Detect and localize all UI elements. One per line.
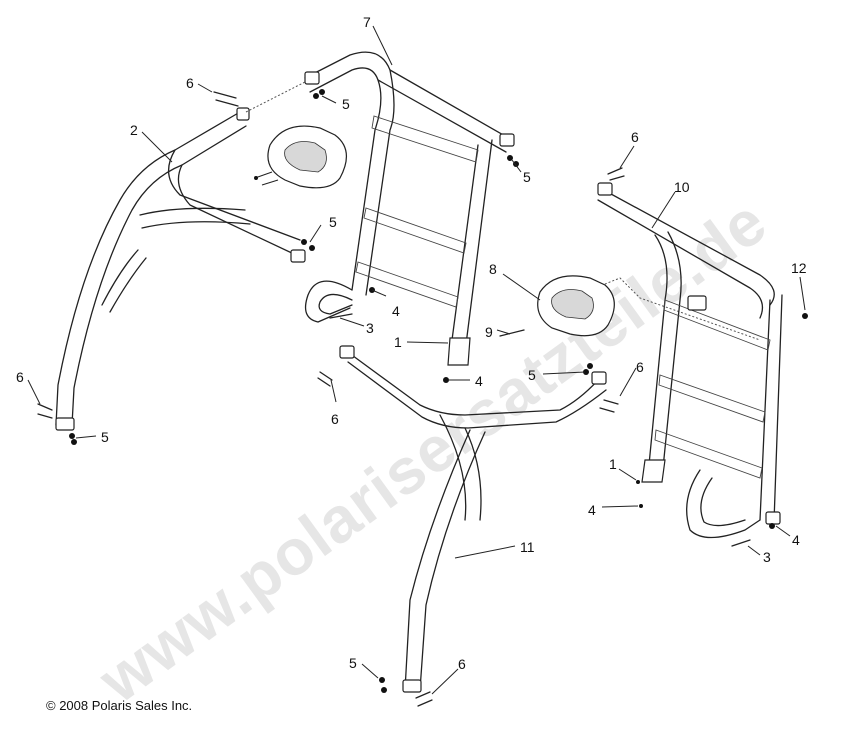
hardware-pins bbox=[37, 91, 751, 707]
callout-7: 7 bbox=[363, 14, 371, 30]
callout-6: 6 bbox=[331, 411, 339, 427]
callout-12: 12 bbox=[791, 260, 807, 276]
callout-5: 5 bbox=[101, 429, 109, 445]
callout-4: 4 bbox=[392, 303, 400, 319]
callout-5: 5 bbox=[523, 169, 531, 185]
callout-6: 6 bbox=[636, 359, 644, 375]
callout-5: 5 bbox=[349, 655, 357, 671]
callout-5: 5 bbox=[342, 96, 350, 112]
callout-6: 6 bbox=[458, 656, 466, 672]
callout-3: 3 bbox=[763, 549, 771, 565]
callout-labels: 7 2 6 5 5 5 6 5 1 4 3 4 8 9 5 6 10 12 6 … bbox=[16, 14, 807, 672]
part-7-roll-bar-rear-left bbox=[304, 51, 515, 366]
callout-6: 6 bbox=[16, 369, 24, 385]
leader-lines bbox=[27, 25, 806, 695]
callout-5: 5 bbox=[329, 214, 337, 230]
callout-3: 3 bbox=[366, 320, 374, 336]
part-2-roll-bar-left bbox=[55, 107, 306, 431]
callout-2: 2 bbox=[130, 122, 138, 138]
callout-6: 6 bbox=[631, 129, 639, 145]
part-8-dome-light-right bbox=[537, 275, 615, 337]
copyright-text: © 2008 Polaris Sales Inc. bbox=[46, 698, 192, 713]
callout-11: 11 bbox=[520, 539, 535, 555]
watermark-text: www.polarisersatzteile.de bbox=[85, 185, 779, 717]
callout-1: 1 bbox=[394, 334, 402, 350]
hardware-nuts bbox=[69, 89, 808, 693]
callout-4: 4 bbox=[475, 373, 483, 389]
callout-4: 4 bbox=[588, 502, 596, 518]
callout-8: 8 bbox=[489, 261, 497, 277]
alignment-line bbox=[589, 277, 761, 341]
part-8-dome-light-left bbox=[254, 125, 347, 189]
alignment-line bbox=[245, 81, 306, 113]
callout-10: 10 bbox=[674, 179, 690, 195]
part-11-roll-bar-front bbox=[339, 345, 607, 693]
callout-4: 4 bbox=[792, 532, 800, 548]
callout-5: 5 bbox=[528, 367, 536, 383]
callout-1: 1 bbox=[609, 456, 617, 472]
callout-6: 6 bbox=[186, 75, 194, 91]
part-10-roll-bar-rear-right bbox=[597, 182, 783, 539]
callout-9: 9 bbox=[485, 324, 493, 340]
